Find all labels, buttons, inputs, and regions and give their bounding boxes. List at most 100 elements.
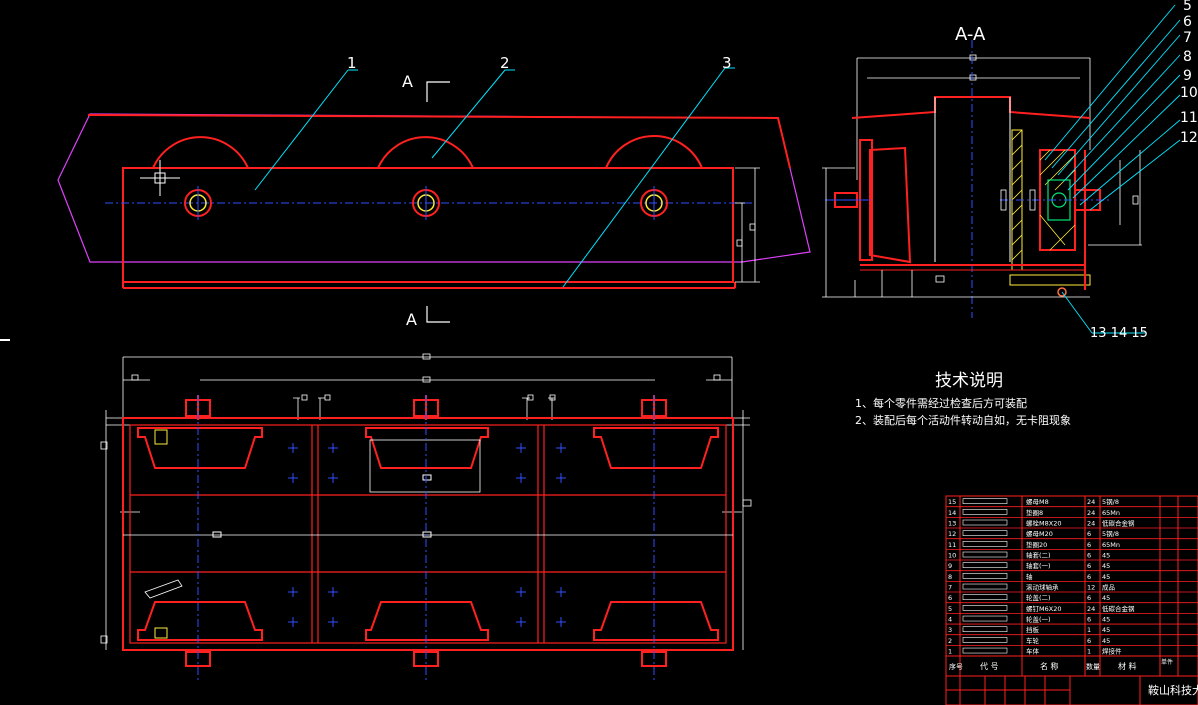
bom-row-qty: 1 — [1087, 626, 1091, 634]
bom-row-qty: 6 — [1087, 637, 1091, 645]
bom-row-mat: 65Mn — [1102, 541, 1120, 549]
bom-code-box — [962, 562, 1008, 568]
wheel-1 — [152, 136, 249, 169]
callout-7: 7 — [1183, 30, 1192, 46]
bom-row-name: 挡板 — [1026, 625, 1040, 634]
bom-header-name: 名 称 — [1040, 661, 1059, 671]
callout-11: 11 — [1180, 110, 1198, 126]
bom-code-box — [962, 498, 1008, 504]
bom-row-qty: 6 — [1087, 616, 1091, 624]
bom-row-no: 11 — [948, 541, 956, 549]
bom-row-name: 垫圈8 — [1026, 508, 1043, 517]
bom-row-no: 8 — [948, 573, 952, 581]
section-markers — [426, 81, 450, 323]
side-callouts: 5 6 7 8 9 10 11 12 — [1180, 0, 1198, 146]
bom-row-qty: 12 — [1087, 584, 1095, 592]
bom-row-name: 轴套(二) — [1026, 551, 1051, 560]
bom-row-no: 10 — [948, 552, 956, 560]
callout-9: 9 — [1183, 68, 1192, 84]
bom-row-no: 9 — [948, 562, 952, 570]
bom-row-mat: 5钢/8 — [1102, 498, 1119, 506]
bom-row-no: 1 — [948, 648, 952, 656]
bom-row-qty: 6 — [1087, 541, 1091, 549]
section-mark-top: A — [402, 72, 413, 91]
bom-header-qty: 数量 — [1086, 662, 1100, 671]
bom-row-mat: 45 — [1102, 552, 1110, 560]
callout-1: 1 — [347, 54, 357, 72]
bom-code-box — [962, 541, 1008, 547]
bom-row-no: 15 — [948, 498, 956, 506]
bom-row-name: 螺母M20 — [1026, 529, 1053, 538]
bom-header-no: 序号 — [949, 662, 963, 671]
axle-3 — [640, 186, 668, 220]
bom-row-mat: 5钢/8 — [1102, 530, 1119, 538]
section-view — [822, 4, 1181, 334]
bom-row-name: 滚动球轴承 — [1026, 583, 1059, 592]
bom-row-name: 车体 — [1026, 647, 1040, 656]
note-2: 2、装配后每个活动件转动自如，无卡阻现象 — [855, 413, 1071, 427]
bom-code-box — [962, 519, 1008, 526]
bom-row-qty: 6 — [1087, 530, 1091, 538]
top-view — [100, 353, 752, 680]
bom-row-name: 螺母M8 — [1026, 497, 1049, 506]
bom-row-mat: 45 — [1102, 573, 1110, 581]
bom-code-box — [962, 573, 1008, 579]
front-leaders — [254, 67, 735, 288]
bom-code-box — [962, 509, 1008, 515]
bom-row-no: 13 — [948, 520, 956, 528]
wheel-2 — [377, 136, 474, 169]
cursor-crosshair — [140, 160, 180, 196]
bom-row-no: 12 — [948, 530, 956, 538]
bom-row-qty: 24 — [1087, 509, 1095, 517]
notes-title: 技术说明 — [935, 371, 1003, 391]
bom-row-mat: 65Mn — [1102, 509, 1120, 517]
bom-header-mat: 材 料 — [1118, 661, 1137, 671]
bom-code-box — [962, 551, 1008, 558]
callout-10: 10 — [1180, 85, 1198, 101]
bom-row-mat: 45 — [1102, 562, 1110, 570]
callout-13-15: 13 14 15 — [1090, 326, 1148, 341]
callout-8: 8 — [1183, 49, 1192, 65]
bom-row-name: 轴套(一) — [1026, 561, 1051, 570]
note-1: 1、每个零件需经过检查后方可装配 — [855, 396, 1027, 410]
bom-row-qty: 1 — [1087, 648, 1091, 656]
axle-2 — [412, 186, 440, 220]
bom-row-name: 轮盖(二) — [1026, 593, 1051, 602]
bom-row-name: 轴 — [1026, 572, 1033, 581]
bom-row-name: 垫圈20 — [1026, 540, 1047, 549]
axle-1 — [184, 186, 212, 220]
bom-row-no: 6 — [948, 594, 952, 602]
wheel-3 — [605, 135, 703, 169]
bom-row-name: 螺栓M8X20 — [1026, 519, 1061, 528]
bom-row-no: 4 — [948, 616, 952, 624]
bom-row-qty: 24 — [1087, 498, 1095, 506]
bom-code-box — [962, 626, 1008, 633]
bom-row-no: 5 — [948, 605, 952, 613]
callout-3: 3 — [722, 54, 732, 72]
bom-code-box — [962, 637, 1008, 643]
bolt-marks — [288, 443, 566, 627]
front-dimensions — [735, 167, 760, 283]
bom-code-box — [962, 583, 1008, 590]
bom-row-no: 14 — [948, 509, 956, 517]
callout-6: 6 — [1183, 14, 1192, 30]
bom-row-name: 螺钉M6X20 — [1026, 604, 1061, 613]
section-title: A-A — [955, 24, 986, 45]
front-view — [57, 67, 811, 323]
bom-row-mat: 45 — [1102, 616, 1110, 624]
bom-row-qty: 6 — [1087, 562, 1091, 570]
bom-row-name: 轮盖(一) — [1026, 615, 1051, 624]
bom-table — [945, 495, 1198, 705]
bom-header-extra: 单件 — [1161, 658, 1173, 666]
callout-12: 12 — [1180, 130, 1198, 146]
bom-row-mat: 焊接件 — [1102, 647, 1122, 656]
bom-header: 序号 代 号 名 称 数量 材 料 单件 — [949, 658, 1173, 671]
bom-row-mat: 45 — [1102, 594, 1110, 602]
company-name: 鞍山科技大 — [1148, 683, 1198, 697]
bom-code-box — [962, 594, 1008, 601]
bom-row-mat: 成品 — [1102, 583, 1115, 592]
bom-row-mat: 低碳合金钢 — [1102, 604, 1135, 613]
bom-row-no: 2 — [948, 637, 952, 645]
